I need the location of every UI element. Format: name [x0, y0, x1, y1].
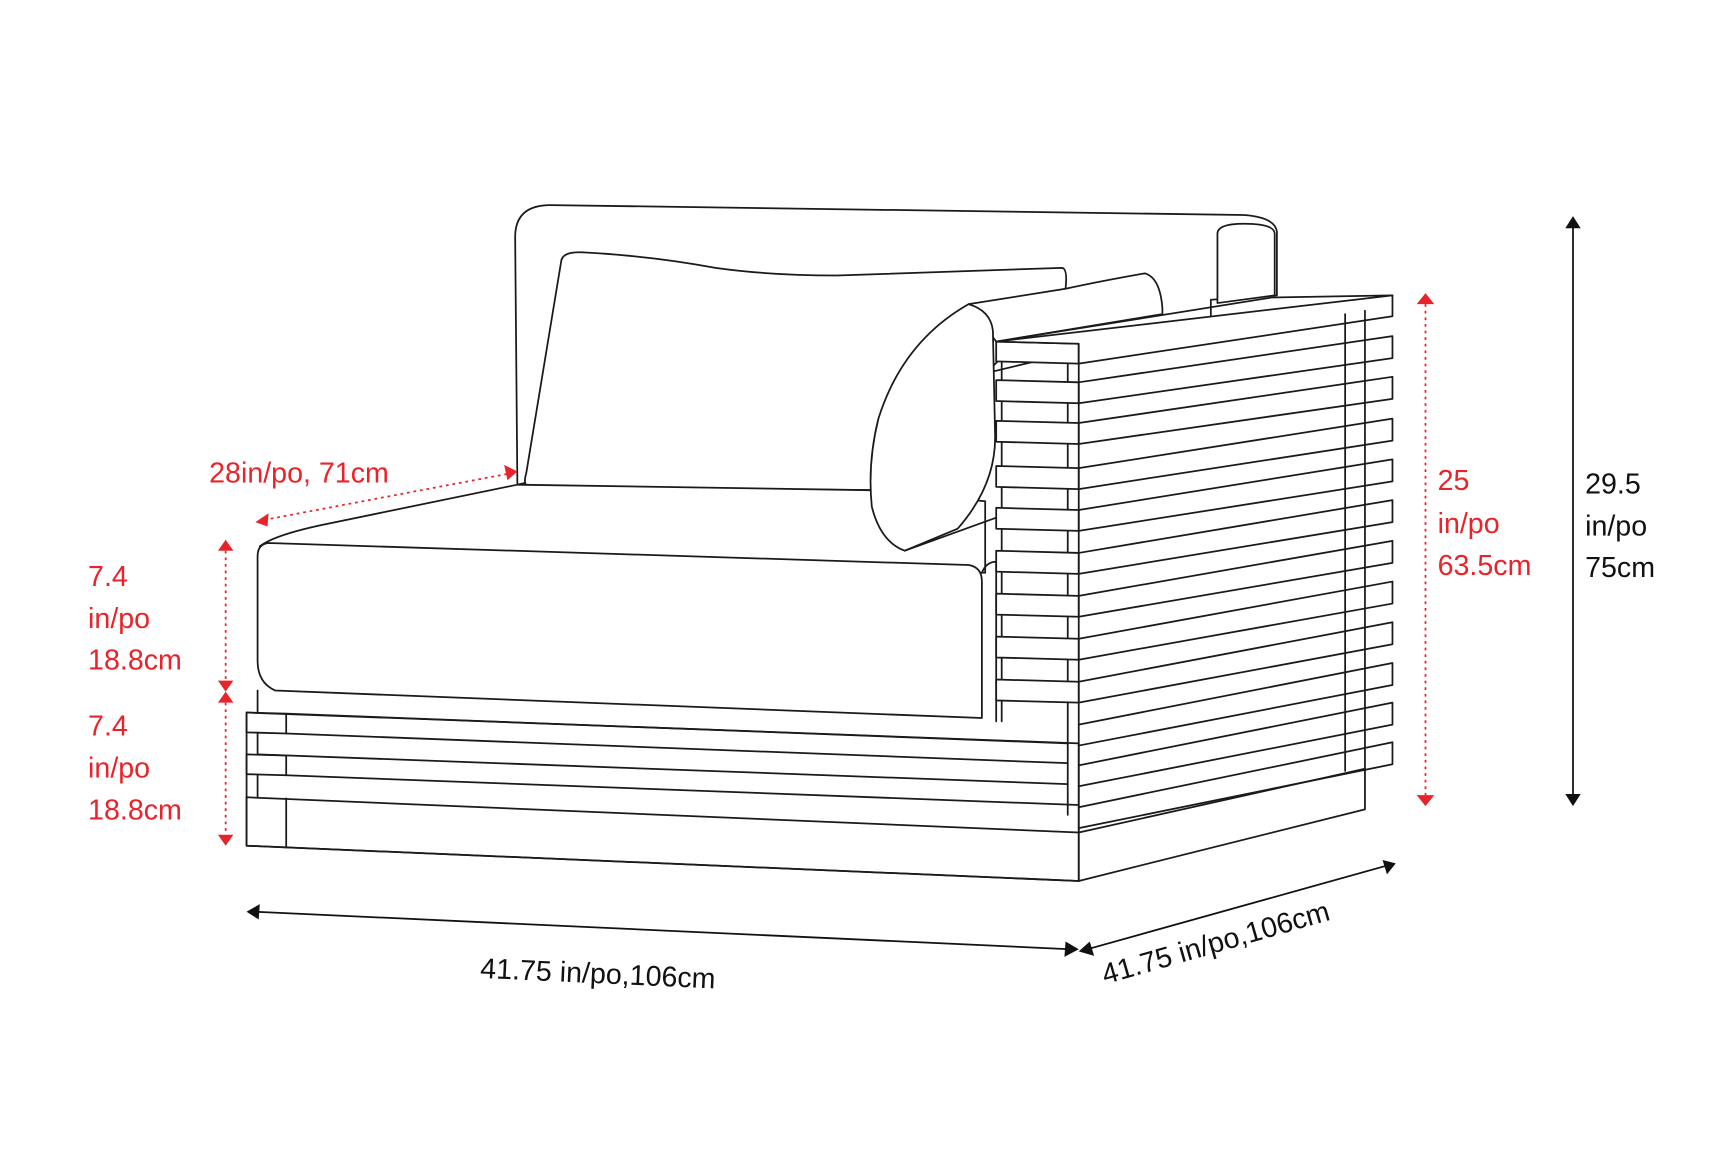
depth-label: 41.75 in/po,106cm: [1098, 896, 1333, 992]
total-height-dimension: 29.5 in/po 75cm: [1565, 216, 1655, 807]
back-pillar: [1216, 222, 1276, 304]
base-height-dimension: 7.4 in/po 18.8cm: [88, 691, 234, 846]
arm-height-dimension: 25 in/po 63.5cm: [1416, 293, 1532, 807]
width-dimension: 41.75 in/po,106cm: [246, 904, 1079, 996]
cushion-height-line1: 7.4: [88, 561, 128, 593]
seat-depth-dimension: 28in/po, 71cm: [209, 457, 518, 527]
throw-pillow: [869, 303, 996, 552]
arm-side-slats: [995, 294, 1394, 882]
total-height-line1: 29.5: [1585, 468, 1641, 500]
total-height-line2: in/po: [1585, 510, 1647, 542]
base-slats: [245, 689, 1080, 882]
width-label: 41.75 in/po,106cm: [480, 953, 717, 996]
total-height-line3: 75cm: [1585, 552, 1655, 584]
base-front: [245, 711, 1080, 882]
cushion-height-line3: 18.8cm: [88, 645, 182, 677]
arm-height-line1: 25: [1438, 465, 1470, 497]
cushion-height-dimension: 7.4 in/po 18.8cm: [88, 539, 234, 692]
back-cushion: [524, 251, 1068, 492]
rear-bolster-pillow: [967, 272, 1164, 343]
depth-dimension: 41.75 in/po,106cm: [1078, 860, 1396, 992]
base-height-line2: in/po: [88, 752, 150, 784]
arm-front-slats: [995, 340, 1080, 882]
base-height-line1: 7.4: [88, 711, 128, 743]
arm-height-line3: 63.5cm: [1438, 550, 1532, 582]
arm-height-line2: in/po: [1438, 508, 1500, 540]
armchair-drawing: [245, 204, 1394, 882]
cushion-height-line2: in/po: [88, 603, 150, 635]
base-height-line3: 18.8cm: [88, 794, 182, 826]
seat-depth-label: 28in/po, 71cm: [209, 457, 389, 489]
seat-cushion: [256, 542, 983, 719]
